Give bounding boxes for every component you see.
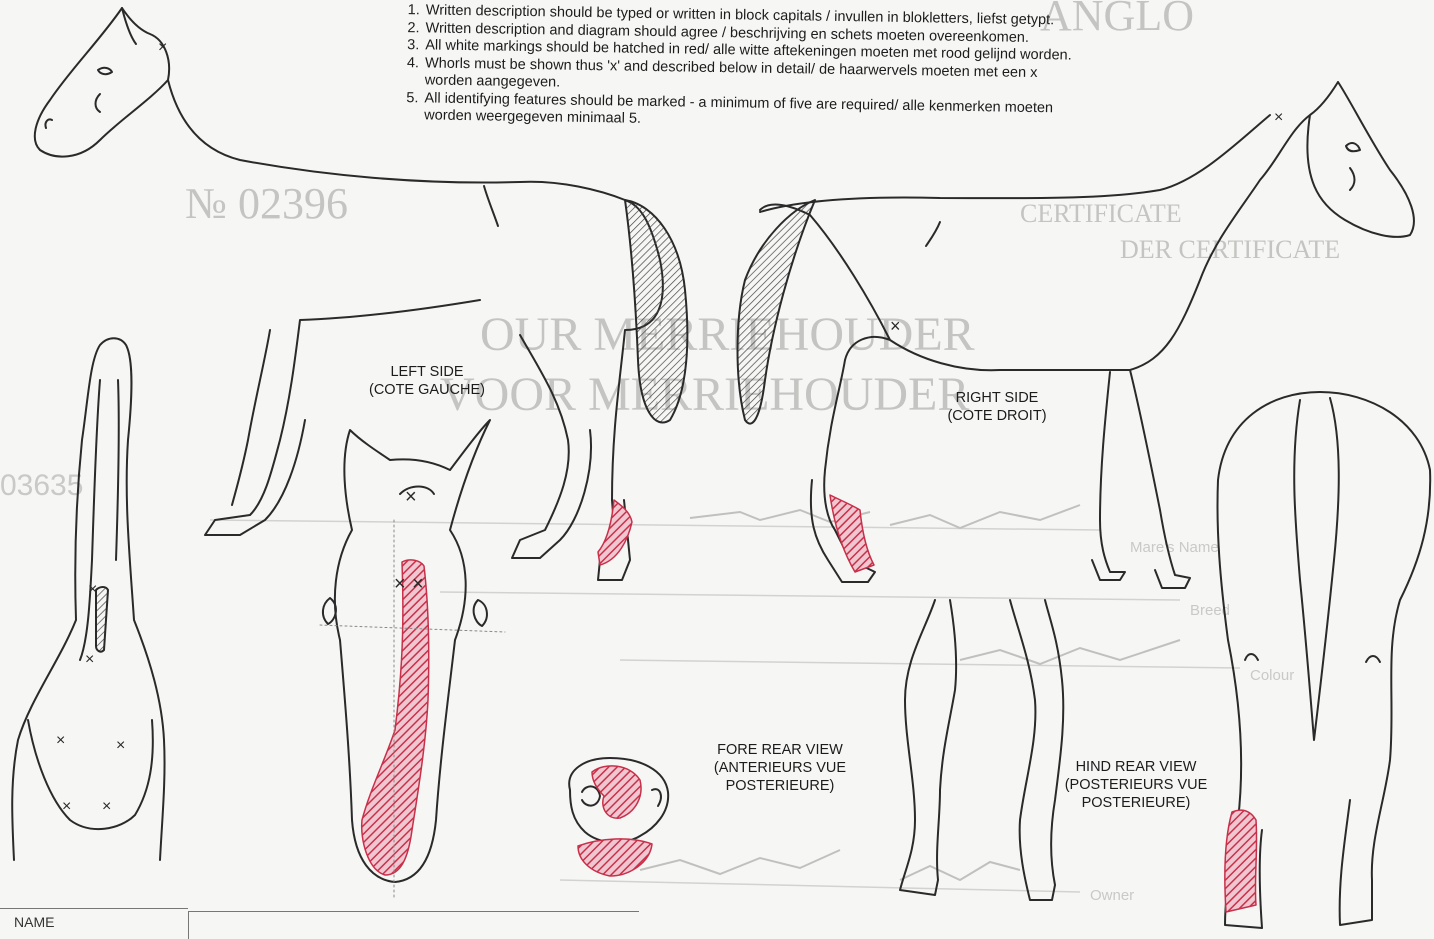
right-horse-tail	[738, 200, 816, 424]
muzzle-diagram	[569, 758, 668, 876]
fore-leg-left	[900, 600, 956, 895]
underside-belly	[28, 720, 153, 829]
left-horse-shoulder-line	[484, 186, 498, 226]
right-side-horse-diagram: × ×	[738, 82, 1414, 588]
left-horse-tail	[625, 200, 687, 423]
underside-whorl-5: ×	[62, 798, 71, 815]
name-field-label: NAME	[14, 914, 54, 930]
right-horse-eye	[1346, 143, 1360, 151]
left-horse-hind-marking	[598, 500, 632, 565]
head-right-eye	[474, 600, 487, 626]
underside-neck-diagram: × × × × × ×	[12, 338, 164, 860]
left-horse-ear	[122, 8, 136, 44]
hind-tail	[1294, 398, 1339, 740]
head-forehead-whorl: ×	[405, 486, 417, 508]
fore-legs-rear-view-diagram	[900, 600, 1063, 900]
underside-whorl-6: ×	[102, 798, 111, 815]
hind-hock-right	[1366, 656, 1380, 662]
right-side-label: RIGHT SIDE(COTE DROIT)	[922, 389, 1072, 425]
fore-rear-view-label: FORE REAR VIEW(ANTERIEURS VUEPOSTERIEURE…	[690, 741, 870, 795]
underside-stripe	[96, 587, 108, 652]
underside-whorl-1: ×	[88, 581, 97, 598]
head-blaze-marking	[362, 560, 429, 875]
hind-hock-left	[1245, 654, 1258, 660]
fore-leg-right	[1010, 600, 1063, 900]
right-horse-back	[760, 115, 1270, 212]
underside-whorl-3: ×	[56, 732, 65, 749]
muzzle-nostril-left	[582, 786, 600, 805]
left-side-label: LEFT SIDE(COTE GAUCHE)	[352, 363, 502, 399]
right-horse-whorl-mark: ×	[1274, 109, 1283, 126]
left-horse-whorl-mark: ×	[158, 39, 167, 56]
hind-rear-view-label: HIND REAR VIEW(POSTERIEURS VUEPOSTERIEUR…	[1046, 758, 1226, 812]
right-horse-cheek	[1350, 168, 1355, 190]
underside-outline	[12, 338, 164, 860]
head-front-view-diagram: × × ×	[320, 420, 505, 900]
muzzle-lower-lip	[578, 839, 652, 876]
underside-whorl-2: ×	[85, 651, 94, 668]
right-horse-shoulder-line	[926, 222, 940, 246]
left-side-horse-diagram: ×	[35, 8, 688, 580]
head-left-eye	[323, 598, 336, 624]
underside-whorl-4: ×	[116, 737, 125, 754]
hind-rear-view-diagram	[1217, 392, 1430, 928]
name-input-cell[interactable]	[188, 911, 639, 939]
left-horse-eye	[98, 68, 112, 74]
muzzle-nostril-right	[652, 789, 661, 806]
head-blaze-whorl-2: ×	[412, 573, 424, 595]
hind-leg-marking	[1225, 810, 1257, 912]
head-blaze-whorl-1: ×	[394, 573, 406, 595]
left-horse-nostril	[45, 119, 52, 128]
left-horse-outline	[35, 8, 663, 580]
left-horse-cheek	[96, 94, 101, 112]
right-horse-croup-whorl: ×	[890, 316, 901, 336]
